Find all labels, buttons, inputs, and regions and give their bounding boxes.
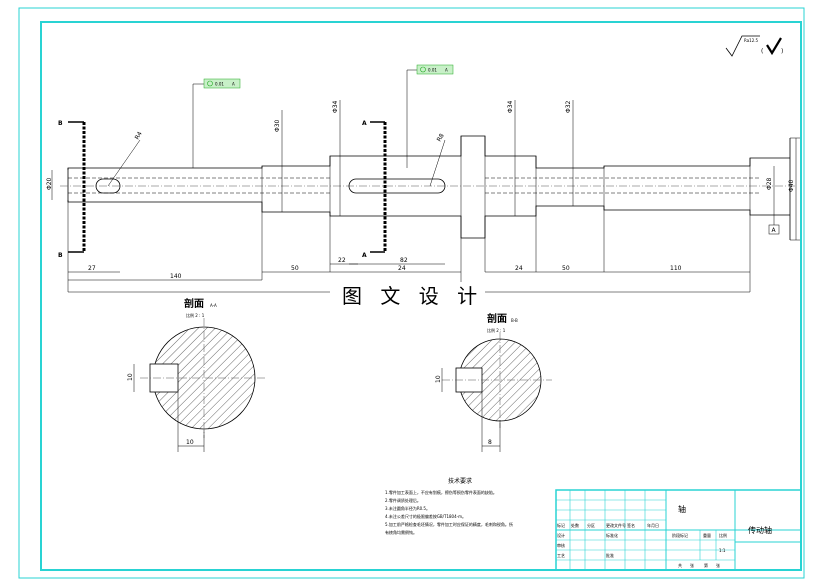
tb-part-name: 轴 bbox=[678, 504, 686, 514]
diameter-label: Φ30 bbox=[274, 119, 281, 132]
datum-label: A bbox=[772, 227, 777, 234]
shaft-top-contour bbox=[67, 135, 790, 170]
notes-title: 技术要求 bbox=[448, 477, 472, 485]
length-dim: 110 bbox=[670, 265, 682, 272]
notes-line: 1.零件加工表面上，不应有划痕，擦伤等损伤零件表面的缺陷。 bbox=[385, 489, 497, 495]
tb-drawing-name: 传动轴 bbox=[748, 525, 772, 535]
technical-notes: 技术要求 1.零件加工表面上，不应有划痕，擦伤等损伤零件表面的缺陷。 2.零件调… bbox=[385, 477, 513, 535]
diameter-label: Φ28 bbox=[766, 177, 773, 190]
length-dim: 50 bbox=[291, 265, 299, 272]
tb-cell: 标记 bbox=[557, 522, 565, 528]
surface-finish-label: Ra12.5 bbox=[744, 38, 759, 43]
notes-line: 4.未注公差尺寸的极限偏差按GB/T1804-m。 bbox=[385, 513, 466, 519]
section-marker-a-top: A bbox=[362, 120, 367, 127]
section-b-dim-depth: 8 bbox=[488, 439, 492, 446]
tb-sheet-label: 张 bbox=[716, 562, 720, 568]
tb-cell: 处数 bbox=[571, 522, 579, 528]
section-a-dim-depth: 10 bbox=[186, 439, 194, 446]
tb-cell: 审核 bbox=[557, 542, 565, 548]
section-a-view: 剖面 A-A 比例 2 : 1 10 10 bbox=[127, 297, 266, 452]
tolerance-frame-middle: 0.01 A bbox=[406, 64, 454, 168]
inner-frame bbox=[40, 21, 802, 571]
tolerance-frame-left: 0.01 A bbox=[192, 78, 241, 168]
keyway-middle bbox=[348, 178, 446, 194]
surface-finish-symbol: Ra12.5 ( ) bbox=[725, 35, 783, 57]
notes-line: 3.未注圆角半径为R0.5。 bbox=[385, 505, 430, 511]
tb-sheet-label: 张 bbox=[690, 562, 694, 568]
tb-stage-label: 重量 bbox=[703, 532, 711, 538]
tb-cell: 设计 bbox=[557, 532, 565, 538]
section-marker-b-top: B bbox=[58, 120, 63, 127]
tb-sheet-label: 共 bbox=[678, 562, 682, 568]
section-marker-b-bottom: B bbox=[58, 252, 63, 259]
length-dim: 50 bbox=[562, 265, 570, 272]
notes-line: 2.零件调质处理后。 bbox=[385, 497, 421, 503]
diameter-label: Φ32 bbox=[565, 100, 572, 113]
keyway-label-middle: R8 bbox=[436, 132, 446, 143]
notes-line: 5.加工前严格检查毛坯情况，零件加工时应保证的精度，毛刺和锐角。所 bbox=[385, 521, 513, 527]
length-dim: 140 bbox=[170, 273, 182, 280]
tb-cell: 年月日 bbox=[647, 522, 659, 528]
tb-cell: 签名 bbox=[627, 522, 635, 528]
section-b-scale: 比例 2 : 1 bbox=[487, 327, 506, 333]
length-dim: 27 bbox=[88, 265, 96, 272]
keyway-left bbox=[95, 178, 121, 194]
section-b-title: 剖面 bbox=[487, 312, 507, 325]
section-a-suffix: A-A bbox=[210, 303, 217, 308]
section-a-dim-width: 10 bbox=[127, 373, 134, 381]
tb-stage-label: 阶段标记 bbox=[672, 532, 688, 538]
surface-finish-paren-close: ) bbox=[781, 48, 783, 55]
notes-line: 有棱角均需倒钝。 bbox=[385, 529, 417, 535]
keyway-leader bbox=[107, 139, 141, 187]
tb-scale-value: 1:1 bbox=[719, 548, 726, 553]
tolerance-datum: A bbox=[445, 68, 448, 73]
tolerance-value: 0.01 bbox=[428, 68, 437, 73]
tb-cell: 分区 bbox=[587, 522, 595, 528]
tb-stage-label: 比例 bbox=[719, 532, 727, 538]
length-dim: 82 bbox=[400, 257, 408, 264]
section-b-view: 剖面 B-B 比例 2 : 1 10 8 bbox=[435, 312, 552, 452]
length-dim: 24 bbox=[515, 265, 523, 272]
section-b-dim-width: 10 bbox=[435, 375, 442, 383]
length-dim: 24 bbox=[398, 265, 406, 272]
tolerance-datum: A bbox=[232, 82, 235, 87]
tb-sheet-label: 第 bbox=[704, 562, 708, 568]
datum-box bbox=[768, 224, 780, 235]
shaft-bottom-contour bbox=[67, 200, 790, 239]
title-block: 标记 处数 分区 更改文件号 签名 年月日 设计 标准化 审核 工艺 批准 阶段… bbox=[555, 489, 802, 571]
outer-frame bbox=[18, 7, 805, 579]
shaft-view: B B A A R4 R8 0.01 A 0.01 A Φ20 Φ30 Φ34 bbox=[46, 64, 800, 293]
diameter-label: Φ34 bbox=[332, 100, 339, 113]
keyway-label-left: R4 bbox=[134, 130, 144, 141]
diameter-label: Φ20 bbox=[46, 177, 53, 190]
tolerance-value: 0.01 bbox=[215, 82, 224, 87]
keyway-leader bbox=[429, 139, 446, 187]
tb-cell: 更改文件号 bbox=[606, 522, 626, 528]
tb-cell: 批准 bbox=[606, 552, 614, 558]
section-a-scale: 比例 2 : 1 bbox=[186, 312, 205, 318]
section-b-suffix: B-B bbox=[511, 318, 518, 323]
section-a-title: 剖面 bbox=[184, 297, 204, 310]
surface-finish-paren-open: ( bbox=[761, 48, 763, 55]
section-marker-a-bottom: A bbox=[362, 252, 367, 259]
diameter-label: Φ40 bbox=[788, 179, 795, 192]
diameter-label: Φ34 bbox=[507, 100, 514, 113]
tb-cell: 标准化 bbox=[606, 532, 618, 538]
tb-cell: 工艺 bbox=[557, 553, 565, 558]
watermark-bg bbox=[330, 282, 485, 308]
length-dim: 22 bbox=[338, 257, 346, 264]
watermark-text: 图 文 设 计 bbox=[342, 284, 483, 308]
